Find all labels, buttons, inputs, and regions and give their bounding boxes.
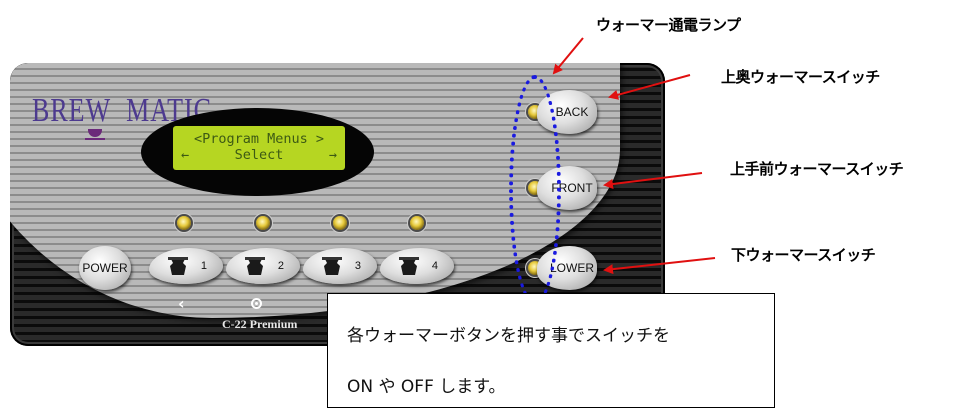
lcd-display: <Program Menus > Select ← → xyxy=(173,126,345,170)
pot-2-led xyxy=(256,216,270,230)
pot-4-button[interactable]: 4 xyxy=(380,248,454,284)
pot-4-label: 4 xyxy=(431,260,438,272)
pot-1-button[interactable]: 1 xyxy=(149,248,223,284)
model-label: C-22 Premium xyxy=(222,317,298,331)
coffee-pot-icon xyxy=(168,257,188,275)
nav-left-icon[interactable]: ‹ xyxy=(178,294,185,313)
pot-1-led xyxy=(177,216,191,230)
pot-3-label: 3 xyxy=(354,260,361,272)
front-switch-arrow xyxy=(603,172,703,189)
front-switch-label: 上手前ウォーマースイッチ xyxy=(730,160,904,178)
front-warmer-label: FRONT xyxy=(551,181,593,195)
back-switch-label: 上奥ウォーマースイッチ xyxy=(721,68,880,86)
indicator-lamp-label: ウォーマー通電ランプ xyxy=(596,16,741,34)
note-line-2: ON や OFF します。 xyxy=(347,377,506,397)
pot-2-button[interactable]: 2 xyxy=(226,248,300,284)
pot-3-button[interactable]: 3 xyxy=(303,248,377,284)
lcd-right-arrow-icon: → xyxy=(328,147,337,163)
pot-3-led xyxy=(333,216,347,230)
pot-4-led xyxy=(410,216,424,230)
pot-2-label: 2 xyxy=(277,260,284,272)
instruction-note: 各ウォーマーボタンを押す事でスイッチを ON や OFF します。 xyxy=(327,293,775,408)
coffee-pot-icon xyxy=(322,257,342,275)
power-button[interactable]: POWER xyxy=(79,246,131,290)
pot-1-label: 1 xyxy=(200,260,207,272)
note-line-1: 各ウォーマーボタンを押す事でスイッチを xyxy=(347,326,670,346)
lower-switch-label: 下ウォーマースイッチ xyxy=(731,246,876,264)
power-label: POWER xyxy=(82,261,128,275)
back-warmer-label: BACK xyxy=(555,105,589,119)
lcd-line-1: <Program Menus > xyxy=(193,131,325,147)
lcd-left-arrow-icon: ← xyxy=(181,147,190,163)
front-warmer-button[interactable]: FRONT xyxy=(537,166,597,210)
nav-select-icon[interactable] xyxy=(251,298,262,309)
coffee-pot-icon xyxy=(245,257,265,275)
coffee-pot-icon xyxy=(399,257,419,275)
lower-warmer-label: LOWER xyxy=(549,261,594,275)
back-switch-arrow xyxy=(608,74,691,100)
lamp-arrow xyxy=(552,37,584,75)
lower-switch-arrow xyxy=(603,257,716,275)
lcd-line-2: Select xyxy=(234,147,284,163)
cup-icon xyxy=(85,129,105,140)
